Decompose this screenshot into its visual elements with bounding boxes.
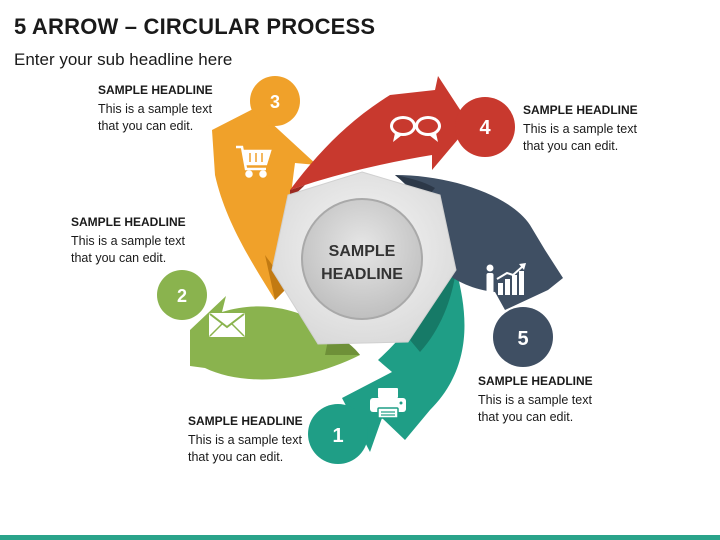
envelope-icon [209,313,245,337]
step-3-headline: SAMPLE HEADLINE [98,83,213,97]
step-5-text-line2: that you can edit. [478,410,574,424]
center-headline-line2: HEADLINE [321,266,403,283]
step-5-callout: SAMPLE HEADLINE This is a sample text th… [478,374,648,426]
step-1-text-line2: that you can edit. [188,450,284,464]
page-subtitle: Enter your sub headline here [14,50,233,69]
step-4-headline: SAMPLE HEADLINE [523,103,638,117]
printer-icon [370,388,406,419]
step-2-number: 2 [177,286,187,306]
bottom-accent-bar [0,535,720,540]
step-4-number: 4 [479,117,491,139]
growth-chart-icon [486,263,526,295]
step-4-number-badge: 4 [455,97,515,157]
step-2-headline: SAMPLE HEADLINE [71,215,186,229]
step-2-text-line1: This is a sample text [71,234,185,248]
step-4-callout: SAMPLE HEADLINE This is a sample text th… [523,103,693,155]
step-1-headline: SAMPLE HEADLINE [188,414,303,428]
step-5-number: 5 [517,328,528,350]
shopping-cart-icon [236,145,272,178]
step-2-text-line2: that you can edit. [71,251,167,265]
step-4-arrow-shape [290,76,470,190]
step-1-number-badge: 1 [308,404,368,464]
step-4-text-line1: This is a sample text [523,122,637,136]
page-title: 5 ARROW – CIRCULAR PROCESS [14,14,376,39]
step-1-number: 1 [332,425,343,447]
step-3-callout: SAMPLE HEADLINE This is a sample text th… [98,83,268,135]
step-1-callout: SAMPLE HEADLINE This is a sample text th… [188,414,358,466]
step-5-headline: SAMPLE HEADLINE [478,374,593,388]
step-4-text-line2: that you can edit. [523,139,619,153]
step-3-number-badge: 3 [250,76,300,126]
step-1-arrow-fold [410,270,456,352]
center-circle [301,198,423,320]
step-1-text-line1: This is a sample text [188,433,302,447]
chat-bubbles-icon [390,116,441,142]
step-2-number-badge: 2 [157,270,207,320]
step-4-arrow [290,76,470,200]
step-3-number: 3 [270,92,280,112]
step-5-text-line1: This is a sample text [478,393,592,407]
step-5-number-badge: 5 [493,307,553,367]
center-headline-line1: SAMPLE [329,243,396,260]
step-4-arrow-fold [290,185,305,200]
step-3-arrow-shape [212,108,317,300]
step-2-callout: SAMPLE HEADLINE This is a sample text th… [71,215,241,267]
step-3-text-line2: that you can edit. [98,119,194,133]
step-3-text-line1: This is a sample text [98,102,212,116]
